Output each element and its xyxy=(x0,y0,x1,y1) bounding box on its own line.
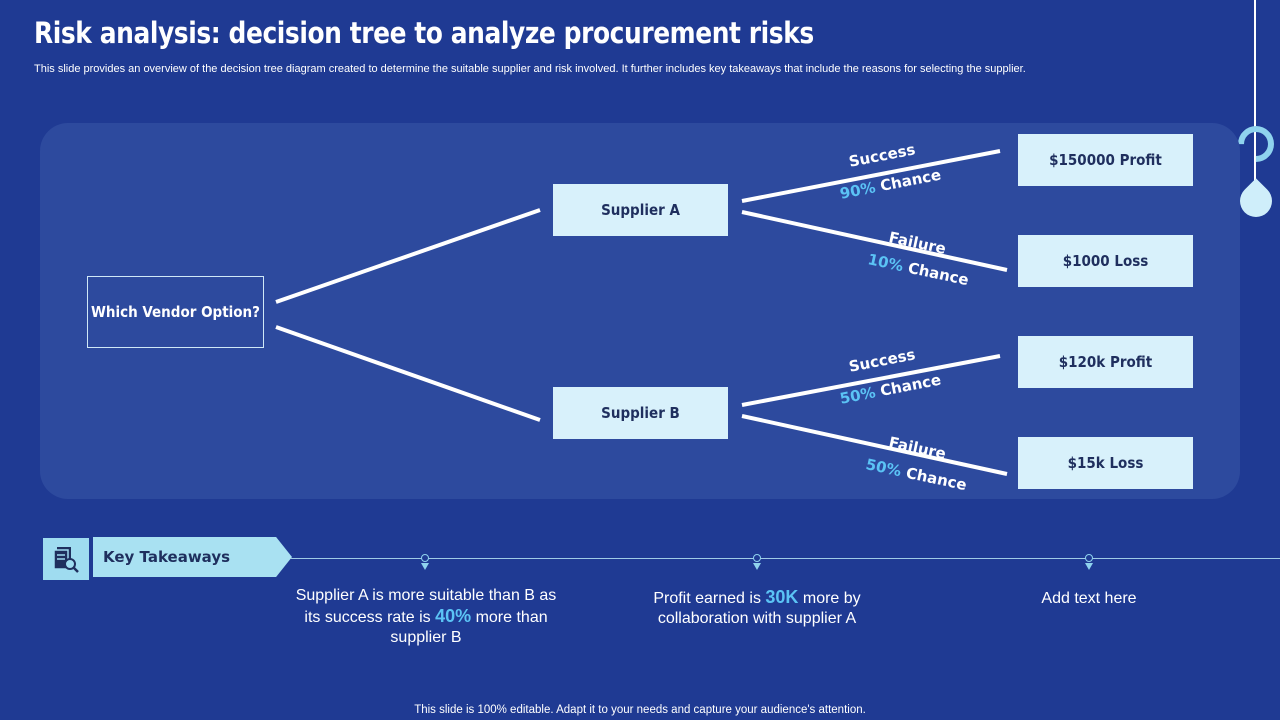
outcome-b-success-node: $120k Profit xyxy=(1018,336,1193,388)
takeaway-text-3: Add text here xyxy=(1041,590,1137,607)
edge-b-failure xyxy=(741,414,1008,476)
document-search-icon xyxy=(41,536,91,582)
supplier-b-node: Supplier B xyxy=(553,387,728,439)
supplier-a-node: Supplier A xyxy=(553,184,728,236)
edge-root-supplier-b xyxy=(275,325,541,422)
key-takeaways-label: Key Takeaways xyxy=(93,537,292,577)
page-title: Risk analysis: decision tree to analyze … xyxy=(34,16,814,50)
outcome-a-success-node: $150000 Profit xyxy=(1018,134,1193,186)
footer-note: This slide is 100% editable. Adapt it to… xyxy=(414,704,866,716)
edge-a-failure xyxy=(741,210,1008,272)
root-decision-node: Which Vendor Option? xyxy=(87,276,264,348)
timeline-pin-icon xyxy=(1084,554,1094,572)
timeline-pin-icon xyxy=(752,554,762,572)
decorative-line xyxy=(1254,0,1256,190)
edge-a-success xyxy=(741,149,1001,203)
takeaways-timeline xyxy=(290,558,1280,559)
page-subtitle: This slide provides an overview of the d… xyxy=(34,63,1026,75)
edge-b-success xyxy=(741,354,1001,407)
takeaway-text-1: Supplier A is more suitable than B as it… xyxy=(295,587,557,646)
outcome-b-failure-node: $15k Loss xyxy=(1018,437,1193,489)
outcome-a-failure-node: $1000 Loss xyxy=(1018,235,1193,287)
edge-root-supplier-a xyxy=(275,208,541,304)
key-takeaways-tab: Key Takeaways xyxy=(41,536,292,582)
takeaway-text-2: Profit earned is 30K more by collaborati… xyxy=(653,587,861,627)
timeline-pin-icon xyxy=(420,554,430,572)
